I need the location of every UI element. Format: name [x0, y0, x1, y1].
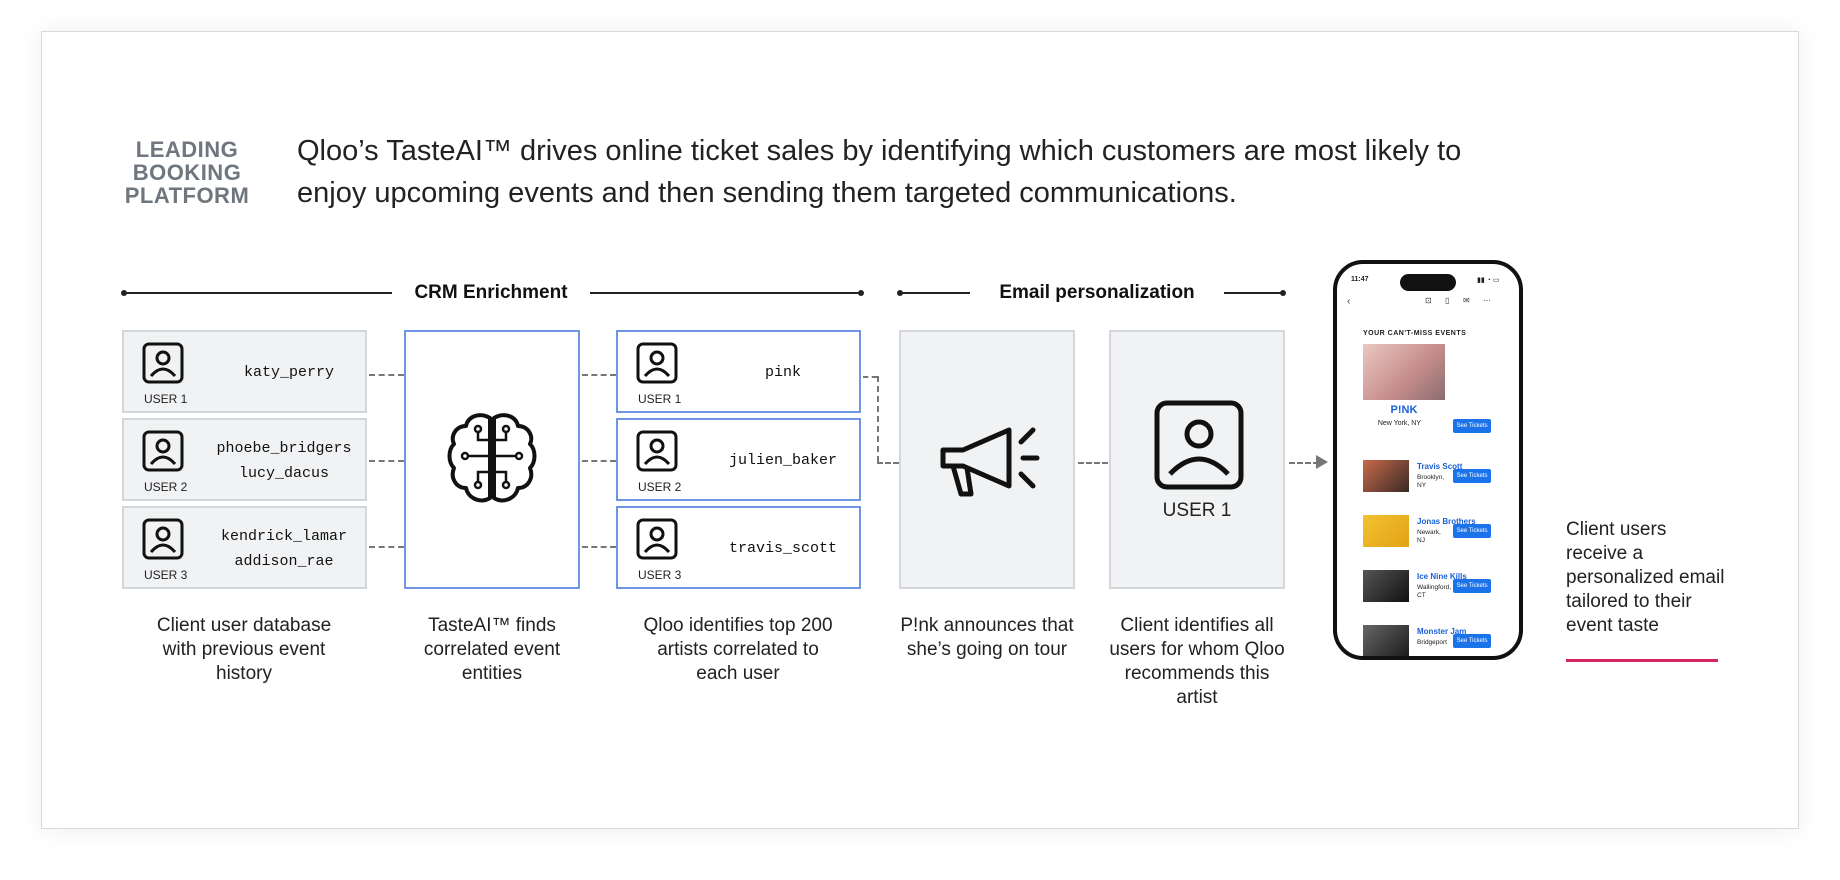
connector-dash [877, 462, 899, 464]
crm-rule-dot-right [858, 290, 864, 296]
phone-toolbar: ‹ ⊡ ▯ ✉ ⋯ [1345, 296, 1515, 310]
megaphone-icon [940, 427, 1040, 497]
user-handle: kendrick_lamar [220, 528, 348, 545]
arrow-head-icon [1316, 455, 1328, 469]
event-name[interactable]: Ice Nine Kills [1417, 572, 1467, 581]
user-icon-large [1154, 400, 1244, 490]
featured-event-image [1363, 344, 1445, 400]
event-location: Wallingford, CT [1417, 584, 1452, 599]
see-tickets-button[interactable]: See Tickets [1453, 579, 1491, 593]
connector-dash-vertical [877, 376, 879, 462]
archive-icon[interactable]: ⊡ [1425, 296, 1432, 305]
user-card-label: USER 3 [144, 568, 188, 582]
user-handle: katy_perry [243, 364, 334, 381]
user-handle: lucy_dacus [238, 465, 329, 482]
connector-dash [1078, 462, 1108, 464]
event-location: Brooklyn, NY [1417, 474, 1445, 489]
see-tickets-button[interactable]: See Tickets [1453, 524, 1491, 538]
user-icon [636, 430, 678, 472]
see-tickets-button[interactable]: See Tickets [1453, 469, 1491, 483]
caption-announce: P!nk announces that she’s going on tour [900, 615, 1074, 660]
user-icon [142, 518, 184, 560]
connector-dash [369, 460, 404, 462]
event-thumbnail [1363, 515, 1409, 547]
event-name[interactable]: Monster Jam [1417, 627, 1467, 636]
target-user-box: USER 1 [1109, 330, 1285, 589]
event-location: Bridgeport [1417, 639, 1447, 646]
artist-card-3: USER 3 travis_scott [616, 506, 861, 589]
user-icon [636, 342, 678, 384]
artist-card-label: USER 2 [638, 480, 682, 494]
artist-card-2: USER 2 julien_baker [616, 418, 861, 501]
artist-handle: travis_scott [728, 540, 838, 557]
user-card-1: USER 1 katy_perry [122, 330, 367, 413]
accent-rule [1566, 659, 1718, 662]
user-handle: addison_rae [234, 553, 334, 570]
crm-rule-dot-left [121, 290, 127, 296]
featured-see-tickets-button[interactable]: See Tickets [1453, 419, 1491, 433]
user-card-label: USER 2 [144, 480, 188, 494]
mail-icon[interactable]: ✉ [1463, 296, 1470, 305]
email-rule-dot-left [897, 290, 903, 296]
connector-dash [863, 376, 877, 378]
event-thumbnail [1363, 625, 1409, 656]
email-rule-dot-right [1280, 290, 1286, 296]
see-tickets-button[interactable]: See Tickets [1453, 634, 1491, 648]
event-name[interactable]: Jonas Brothers [1417, 517, 1476, 526]
brand-line-3: PLATFORM [124, 183, 250, 208]
connector-dash [582, 374, 616, 376]
brand-line-1: LEADING [135, 137, 239, 162]
tasteai-box [404, 330, 580, 589]
artist-card-label: USER 1 [638, 392, 682, 406]
connector-dash [369, 546, 404, 548]
artist-handle: pink [764, 364, 801, 381]
phone-email-header: YOUR CAN'T-MISS EVENTS [1363, 330, 1467, 337]
featured-event-location: New York, NY [1377, 420, 1421, 427]
connector-dash [582, 460, 616, 462]
trash-icon[interactable]: ▯ [1445, 296, 1450, 305]
announce-box [899, 330, 1075, 589]
headline: Qloo’s TasteAI™ drives online ticket sal… [297, 135, 1462, 209]
user-icon [142, 430, 184, 472]
brand-line-2: BOOKING [132, 160, 242, 185]
brand-label: LEADING BOOKING PLATFORM [123, 138, 251, 207]
user-card-label: USER 1 [144, 392, 188, 406]
more-icon[interactable]: ⋯ [1483, 296, 1491, 305]
user-handle: phoebe_bridgers [216, 440, 352, 457]
user-card-3: USER 3 kendrick_lamar addison_rae [122, 506, 367, 589]
user-icon [142, 342, 184, 384]
connector-dash [582, 546, 616, 548]
phone-status-icons: ▮▮ ◔ ▭ [1477, 277, 1500, 284]
artist-handle: julien_baker [728, 452, 838, 469]
email-section-title: Email personalization [970, 282, 1224, 304]
connector-dash [369, 374, 404, 376]
brain-circuit-icon [447, 413, 537, 503]
event-thumbnail [1363, 570, 1409, 602]
event-thumbnail [1363, 460, 1409, 492]
user-card-2: USER 2 phoebe_bridgers lucy_dacus [122, 418, 367, 501]
phone-notch [1400, 274, 1456, 291]
caption-tasteai: TasteAI™ finds correlated event entities [423, 615, 561, 684]
event-name[interactable]: Travis Scott [1417, 462, 1463, 471]
artist-card-label: USER 3 [638, 568, 682, 582]
connector-dash [1289, 462, 1319, 464]
caption-final: Client users receive a personalized emai… [1566, 519, 1725, 636]
phone-time: 11:47 [1351, 276, 1369, 283]
artist-card-1: USER 1 pink [616, 330, 861, 413]
caption-identifies: Qloo identifies top 200 artists correlat… [643, 615, 833, 684]
user-icon [636, 518, 678, 560]
caption-clients: Client identifies all users for whom Qlo… [1109, 615, 1285, 708]
crm-section-title: CRM Enrichment [392, 282, 590, 304]
caption-database: Client user database with previous event… [156, 615, 332, 684]
target-user-label: USER 1 [1162, 500, 1232, 521]
phone-mockup: 11:47 ▮▮ ◔ ▭ ‹ ⊡ ▯ ✉ ⋯ YOUR CAN'T-MISS E… [1333, 260, 1523, 660]
featured-event-name[interactable]: P!NK [1390, 404, 1418, 416]
event-location: Newark, NJ [1417, 529, 1441, 544]
back-chevron-icon[interactable]: ‹ [1347, 296, 1351, 307]
